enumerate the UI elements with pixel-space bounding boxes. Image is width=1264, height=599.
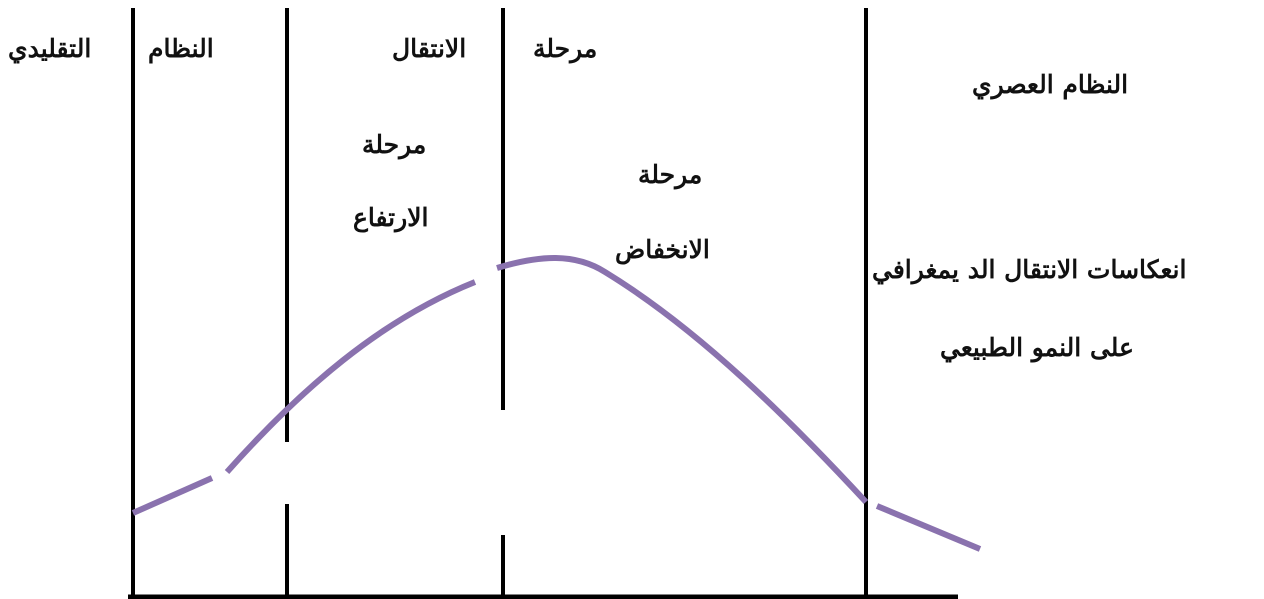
label-effects-line1: انعكاسات الانتقال الد يمغرافي	[872, 255, 1187, 284]
growth-curve-segment-2	[224, 279, 477, 474]
label-transition-word: الانتقال	[392, 34, 467, 63]
growth-curve-segment-1	[131, 475, 214, 516]
label-phase-word: مرحلة	[533, 34, 598, 63]
growth-curve-segment-4	[875, 503, 982, 552]
label-traditional-word: التقليدي	[8, 34, 92, 63]
label-rise-phase-line2: الارتفاع	[353, 203, 429, 232]
label-decline-phase-line1: مرحلة	[638, 160, 703, 189]
label-decline-phase-line2: الانخفاض	[615, 235, 710, 264]
label-effects-line2: على النمو الطبيعي	[940, 333, 1134, 362]
label-rise-phase-line1: مرحلة	[362, 130, 427, 159]
label-system-word: النظام	[148, 34, 214, 63]
growth-curve-segment-3	[496, 255, 869, 505]
label-modern-system: النظام العصري	[972, 70, 1129, 99]
